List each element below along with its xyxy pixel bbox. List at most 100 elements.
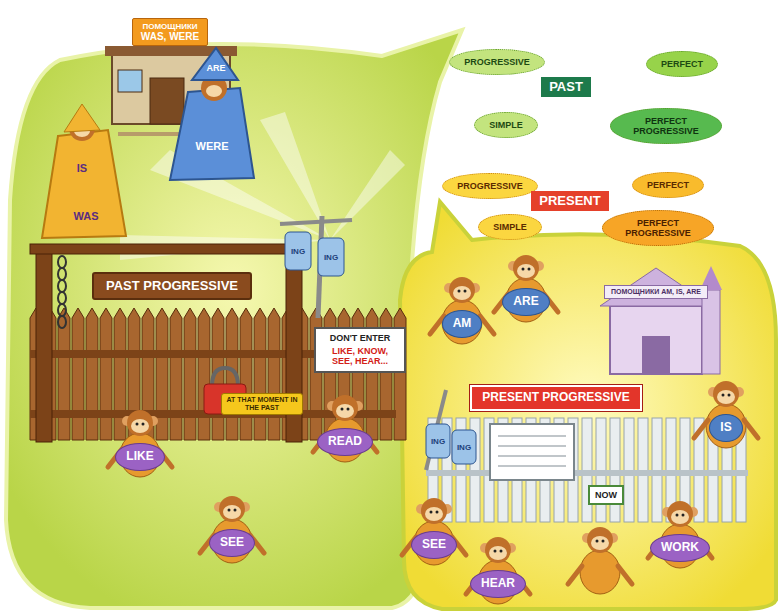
hat-label: ARE — [206, 64, 225, 73]
chain-link — [58, 304, 66, 316]
helper-sign: ПОМОЩНИКИWAS, WERE — [132, 18, 208, 47]
helper-badge: IS — [709, 414, 742, 442]
node-text: AM — [453, 317, 472, 331]
monkey-eye — [136, 423, 139, 426]
tense-cloud: PERFECT — [646, 51, 718, 77]
monkey-eye — [596, 540, 599, 543]
hood — [64, 104, 100, 132]
bag — [318, 238, 344, 276]
fence-plank — [240, 308, 252, 440]
monkey-body — [580, 550, 620, 594]
monkey-arm — [618, 566, 632, 584]
monkey-eye — [522, 268, 525, 271]
now-sign: NOW — [588, 485, 624, 505]
monkey — [108, 410, 172, 477]
monkey-arm — [744, 420, 758, 438]
cloak — [170, 88, 254, 180]
bag-label: ING — [324, 254, 338, 262]
monkey-eye — [464, 290, 467, 293]
monkey-eye — [228, 509, 231, 512]
node-text: PERFECT — [647, 180, 689, 190]
monkey-head — [587, 527, 613, 553]
monkey-eye — [676, 514, 679, 517]
monkey-face — [489, 546, 507, 560]
monkey — [402, 498, 466, 565]
gate-sign: PAST PROGRESSIVE — [92, 272, 252, 301]
tense-cloud: SIMPLE — [478, 214, 542, 240]
cloak — [42, 130, 126, 238]
node-text: ПОМОЩНИКИ AM, IS, ARE — [611, 288, 701, 296]
verb-badge: WORK — [650, 534, 710, 562]
node-text: READ — [328, 435, 362, 449]
gate-beam — [30, 244, 308, 254]
monkey-face — [517, 264, 535, 278]
node-text: LIKE, KNOW, SEE, HEAR... — [322, 346, 398, 367]
helper-badge: ARE — [502, 288, 549, 316]
notice-line — [498, 435, 566, 437]
monkey-head — [485, 537, 511, 563]
monkey-eye — [341, 408, 344, 411]
monkey-eye — [458, 290, 461, 293]
fence-plank — [184, 308, 196, 440]
node-text: PAST — [549, 80, 583, 95]
verb-badge: SEE — [411, 531, 457, 559]
monkey-eye — [722, 394, 725, 397]
pole-bar — [280, 220, 352, 224]
helper-was — [42, 104, 126, 238]
monkey-face — [131, 419, 149, 433]
node-text: PRESENT PROGRESSIVE — [482, 391, 629, 405]
node-text: SIMPLE — [493, 222, 527, 232]
monkey — [694, 381, 758, 448]
chain-link — [58, 316, 66, 328]
chain-link — [58, 256, 66, 268]
fence — [30, 244, 406, 442]
cloak-label: WERE — [196, 141, 229, 152]
fence-plank — [100, 308, 112, 440]
helper-were — [170, 48, 254, 180]
tense-title: PRESENT — [531, 191, 608, 212]
monkey-body — [706, 404, 746, 448]
tense-cloud: PERFECT PROGRESSIVE — [610, 108, 722, 145]
verb-badge: HEAR — [470, 570, 526, 598]
tense-title: PAST — [541, 77, 591, 98]
monkey-arm — [568, 566, 582, 584]
warning-sign: DON'T ENTER LIKE, KNOW, SEE, HEAR... — [314, 327, 406, 372]
monkey-eye — [436, 511, 439, 514]
monkey-body — [442, 300, 482, 344]
monkey — [648, 501, 712, 568]
tense-cloud: SIMPLE — [474, 112, 538, 138]
sun-ray — [330, 150, 405, 240]
fence-plank — [58, 308, 70, 440]
monkey-eye — [528, 268, 531, 271]
monkey-head — [449, 277, 475, 303]
node-text: IS — [720, 421, 731, 435]
node-text: PERFECT PROGRESSIVE — [625, 116, 707, 137]
tense-cloud: PROGRESSIVE — [442, 173, 538, 199]
verb-badge: SEE — [209, 529, 255, 557]
fence-plank — [170, 308, 182, 440]
node-text: PERFECT — [661, 59, 703, 69]
monkey-arm — [480, 316, 494, 334]
monkey-face — [717, 390, 735, 404]
node-text: DON'T ENTER — [322, 333, 398, 343]
helper-palace — [600, 266, 722, 374]
monkey-eye — [234, 509, 237, 512]
tense-cloud: PERFECT — [632, 172, 704, 198]
monkey-head — [421, 498, 447, 524]
bag-label: ING — [291, 248, 305, 256]
notice-line — [498, 465, 566, 467]
node-text: PRESENT — [539, 194, 600, 209]
monkey-head — [219, 496, 245, 522]
monkey-eye — [500, 550, 503, 553]
monkey-eye — [347, 408, 350, 411]
monkey-face — [336, 404, 354, 418]
node-text: AT THAT MOMENT IN THE PAST — [226, 396, 298, 412]
palace-tower — [702, 290, 720, 374]
fence-plank — [198, 308, 210, 440]
bag — [452, 430, 476, 464]
fence-plank — [72, 308, 84, 440]
house-window — [118, 70, 142, 92]
present-region — [400, 202, 776, 609]
house-door — [150, 78, 184, 124]
